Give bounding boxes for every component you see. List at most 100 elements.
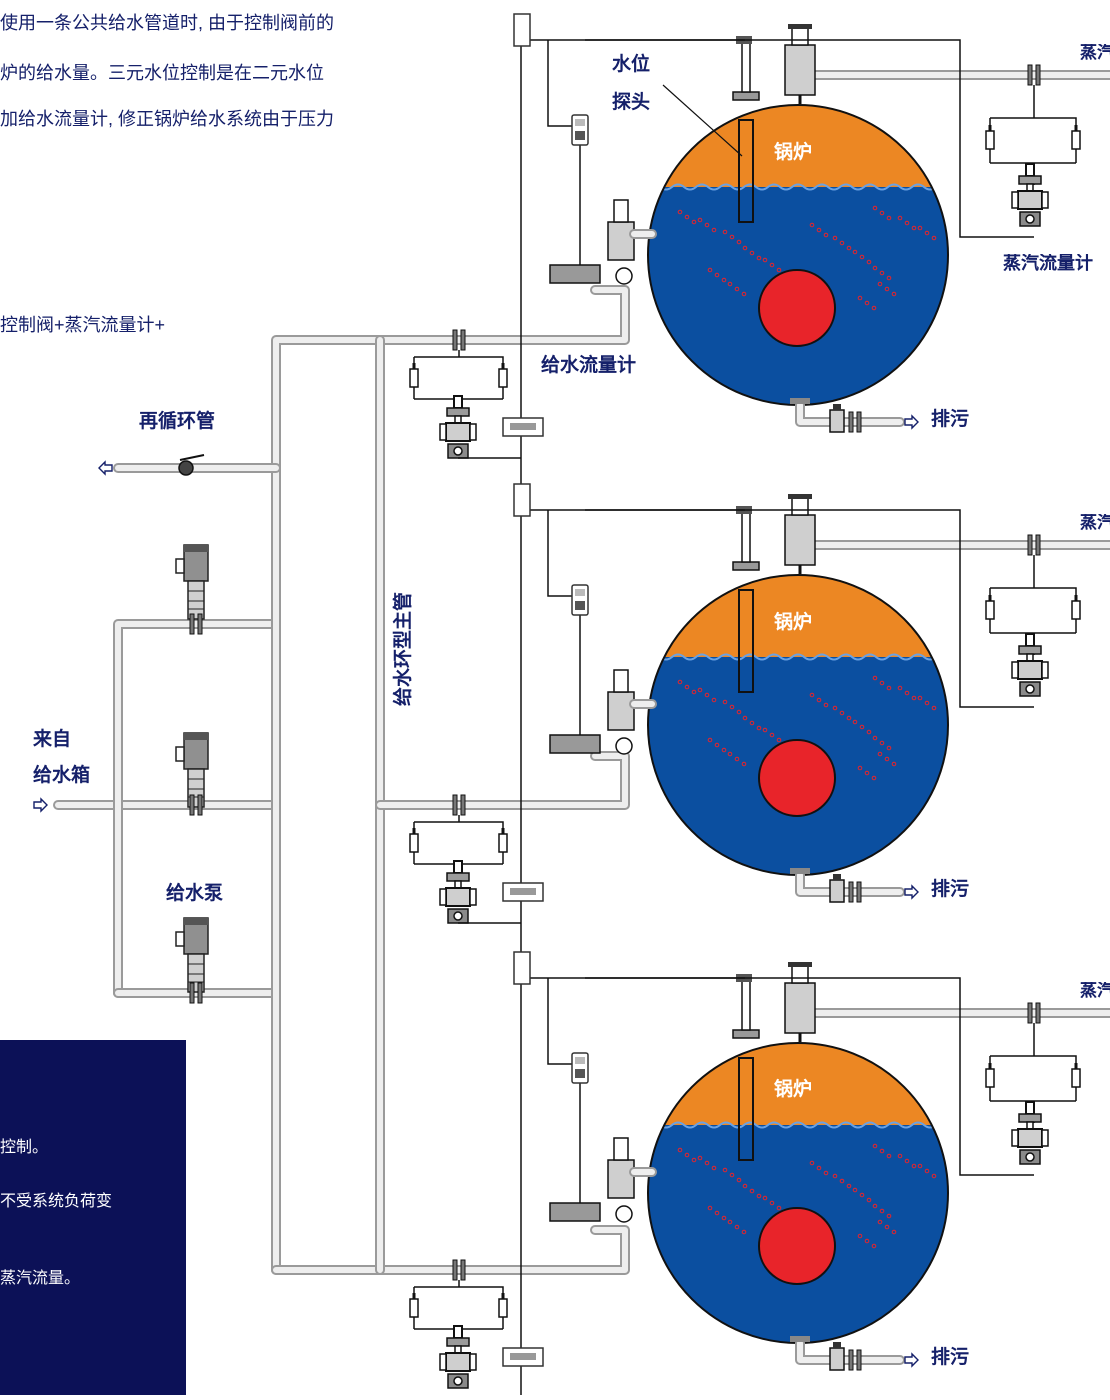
bubble-1-8-1 bbox=[879, 270, 885, 276]
blowdown-valve-3 bbox=[829, 1347, 845, 1371]
bubble-3-15-1 bbox=[864, 1238, 870, 1244]
bubble-3-5-0 bbox=[809, 1160, 815, 1166]
blowdown-flange-3-a bbox=[848, 1349, 854, 1371]
water-surface-2 bbox=[648, 653, 948, 661]
probe-flange-2 bbox=[732, 561, 760, 571]
ring-main-label: 给水环型主管 bbox=[393, 591, 414, 706]
blowdown-label-2: 排污 bbox=[931, 879, 970, 900]
bubble-1-7-1 bbox=[859, 254, 865, 260]
bubble-2-11-2 bbox=[931, 705, 937, 711]
bubble-1-6-2 bbox=[846, 245, 852, 251]
feature-line-1: 控制。 bbox=[0, 1139, 49, 1156]
pump-icon bbox=[175, 544, 209, 620]
bubble-2-6-0 bbox=[832, 705, 838, 711]
bubble-2-6-2 bbox=[846, 715, 852, 721]
bubble-1-5-1 bbox=[816, 227, 822, 233]
bubble-1-11-0 bbox=[917, 225, 923, 231]
control-valve-icon bbox=[1011, 163, 1049, 227]
feature-line-2: 不受系统负荷变 bbox=[0, 1193, 113, 1210]
control-valve-icon bbox=[1011, 633, 1049, 697]
bubble-1-3-1 bbox=[749, 250, 755, 256]
bubble-2-8-1 bbox=[879, 740, 885, 746]
bubble-1-2-2 bbox=[736, 239, 742, 245]
bubble-2-11-1 bbox=[924, 700, 930, 706]
bubble-2-7-2 bbox=[866, 729, 872, 735]
steam-main-valve-yoke-2 bbox=[791, 497, 809, 516]
blowdown-handle-1 bbox=[833, 404, 841, 410]
feed-valve-body-3 bbox=[615, 1205, 633, 1223]
pump-bank-left-pipe-bore bbox=[115, 621, 279, 996]
bubble-1-0-1 bbox=[684, 214, 690, 220]
blowdown-handle-3 bbox=[833, 1342, 841, 1348]
intro-text-line-1: 使用一条公共给水管道时, 由于控制阀前的 bbox=[0, 13, 335, 33]
bubble-2-15-0 bbox=[857, 765, 863, 771]
bubble-2-5-1 bbox=[816, 697, 822, 703]
blowdown-valve-1 bbox=[829, 409, 845, 433]
feed-check-valve-3 bbox=[607, 1159, 635, 1199]
features-panel: 控制。 不受系统负荷变 蒸汽流量。 bbox=[0, 1040, 186, 1395]
furnace-tube-1 bbox=[758, 269, 836, 347]
feed-check-yoke-2 bbox=[613, 669, 629, 693]
bubble-1-12-1 bbox=[714, 272, 720, 278]
bubble-3-3-0 bbox=[742, 1183, 748, 1189]
source-label-line-2: 给水箱 bbox=[33, 765, 91, 786]
blowdown-flange-2-b bbox=[856, 881, 862, 903]
steam-outlet-label-2: 蒸汽 bbox=[1080, 514, 1110, 531]
steam-flowmeter-label: 蒸汽流量计 bbox=[1003, 254, 1093, 272]
bubble-2-4-0 bbox=[762, 727, 768, 733]
blowdown-handle-2 bbox=[833, 874, 841, 880]
probe-label-line-2: 探头 bbox=[612, 92, 651, 113]
bubble-1-1-1 bbox=[704, 222, 710, 228]
bubble-2-10-1 bbox=[904, 690, 910, 696]
steam-outlet-label-3: 蒸汽 bbox=[1080, 982, 1110, 999]
steam-main-valve-yoke-1 bbox=[791, 27, 809, 46]
bubble-1-5-0 bbox=[809, 222, 815, 228]
intro-text-line-2: 炉的给水量。三元水位控制是在二元水位 bbox=[0, 63, 324, 83]
steam-bypass-valve-left-2 bbox=[985, 594, 995, 620]
bubble-2-1-1 bbox=[704, 692, 710, 698]
ball-valve-icon bbox=[178, 460, 194, 476]
bubble-1-8-0 bbox=[872, 265, 878, 271]
bubble-2-13-2 bbox=[741, 761, 747, 767]
feed-flange-1-b bbox=[460, 329, 466, 351]
feed-actuator-1 bbox=[549, 264, 601, 284]
bubble-3-3-2 bbox=[756, 1193, 762, 1199]
intro-text-line-3: 加给水流量计, 修正锅炉给水系统由于压力 bbox=[0, 109, 335, 129]
feedwater-flowmeter-label: 给水流量计 bbox=[541, 355, 637, 376]
bubble-2-7-1 bbox=[859, 724, 865, 730]
bubble-2-14-2 bbox=[891, 761, 897, 767]
bubble-3-6-1 bbox=[839, 1178, 845, 1184]
steam-flange-2-a bbox=[1027, 534, 1033, 556]
controller-box-3 bbox=[513, 951, 531, 985]
feed-flange-2-a bbox=[452, 794, 458, 816]
bubble-3-0-1 bbox=[684, 1152, 690, 1158]
bubble-1-11-2 bbox=[931, 235, 937, 241]
arrow-right-icon bbox=[904, 414, 919, 430]
bubble-3-13-1 bbox=[734, 1224, 740, 1230]
bubble-3-6-2 bbox=[846, 1183, 852, 1189]
probe-rod-1 bbox=[741, 39, 751, 93]
bubble-3-12-1 bbox=[714, 1210, 720, 1216]
feed-bypass-valve-right-2 bbox=[498, 827, 508, 853]
ring-main-bottom-branch bbox=[271, 1225, 630, 1275]
bubble-2-1-2 bbox=[711, 697, 717, 703]
probe-rod-2 bbox=[741, 509, 751, 563]
bubble-3-4-1 bbox=[769, 1200, 775, 1206]
bubble-1-14-0 bbox=[877, 281, 883, 287]
steam-main-valve-3 bbox=[784, 982, 816, 1034]
pump-label: 给水泵 bbox=[166, 883, 224, 904]
bubble-3-8-0 bbox=[872, 1203, 878, 1209]
feed-check-yoke-1 bbox=[613, 199, 629, 223]
bubble-2-13-0 bbox=[727, 751, 733, 757]
steam-flange-3-b bbox=[1035, 1002, 1041, 1024]
probe-label-line-1: 水位 bbox=[612, 54, 651, 75]
steam-bypass-valve-left-1 bbox=[985, 124, 995, 150]
probe-callout-line bbox=[662, 84, 743, 157]
bubble-2-6-1 bbox=[839, 710, 845, 716]
bubble-2-12-2 bbox=[721, 747, 727, 753]
controller-box-1 bbox=[513, 13, 531, 47]
bubble-2-15-1 bbox=[864, 770, 870, 776]
bubble-1-12-0 bbox=[707, 267, 713, 273]
bubble-3-15-2 bbox=[871, 1243, 877, 1249]
feed-flange-3-a bbox=[452, 1259, 458, 1281]
